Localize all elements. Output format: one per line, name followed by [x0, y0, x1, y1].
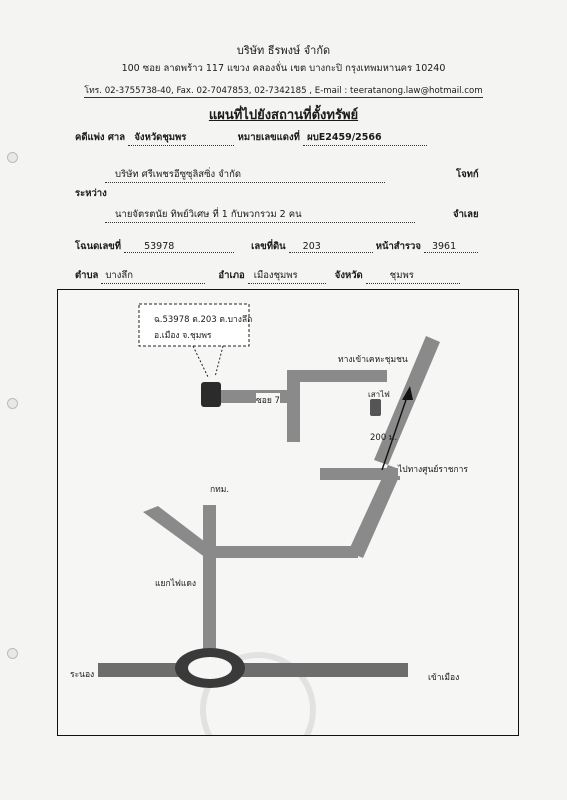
ranong-label: ระนอง: [70, 670, 95, 680]
property-callout-box: [138, 303, 250, 347]
housing-entrance-label: ทางเข้าเคหะชุมชน: [338, 355, 408, 365]
callout-line-2: อ.เมือง จ.ชุมพร: [154, 331, 212, 341]
plaintiff-row: บริษัท ศรีเพชรอีซูซุลิสซิ่ง จำกัด: [105, 167, 385, 183]
black-number-value: ผบE2459/2566: [303, 130, 428, 146]
tambon-value: บางลึก: [101, 268, 206, 284]
defendant-row: นายจัตรตนัย ทิพย์วิเศษ ที่ 1 กับพวกรวม 2…: [105, 207, 415, 223]
land-number-value: 203: [288, 241, 373, 253]
property-marker: [201, 382, 221, 407]
road-top-horizontal: [287, 370, 387, 382]
punch-hole: [7, 398, 18, 409]
punch-hole: [7, 152, 18, 163]
contact-text: โทร. 02-3755738-40, Fax. 02-7047853, 02-…: [84, 86, 483, 98]
watermark-seal: [200, 652, 316, 735]
callout-line-1: ฉ.53978 ต.203 ต.บางลึก: [154, 315, 253, 325]
land-number-label: เลขที่ดิน: [251, 241, 286, 252]
electric-pole-label: เสาไฟ: [368, 390, 390, 399]
road-bangkok-diagonal: [143, 506, 213, 558]
court-label: คดีแพ่ง ศาล: [75, 132, 126, 143]
road-to-government: [320, 468, 400, 480]
road-main-diagonal: [348, 465, 402, 558]
road-bottom-horizontal: [98, 663, 408, 677]
direction-arrow-line: [381, 393, 409, 471]
court-row: คดีแพ่ง ศาล จังหวัดชุมพร หมายเลขแดงที่ ผ…: [75, 130, 428, 146]
deed-value: 53978: [124, 241, 235, 253]
company-address: 100 ซอย ลาดพร้าว 117 แขวง คลองจั่น เขต บ…: [121, 63, 446, 74]
to-city-label: เข้าเมือง: [428, 673, 460, 683]
punch-hole: [7, 648, 18, 659]
tambon-label: ตำบล: [75, 270, 99, 281]
survey-page-value: 3961: [423, 241, 478, 253]
survey-page-label: หน้าสำรวจ: [375, 241, 421, 252]
location-row: ตำบล บางลึก อำเภอ เมืองชุมพร จังหวัด ชุม…: [75, 268, 460, 284]
province-label: จังหวัด: [334, 270, 363, 281]
road-soi-vertical: [287, 370, 300, 442]
plaintiff-name: บริษัท ศรีเพชรอีซูซุลิสซิ่ง จำกัด: [105, 167, 385, 183]
amphoe-value: เมืองชุมพร: [247, 268, 326, 284]
document-title: แผนที่ไปยังสถานที่ตั้งทรัพย์: [208, 108, 359, 123]
roundabout-center: [188, 657, 232, 679]
company-name: บริษัท ธีรพงษ์ จำกัด: [236, 44, 331, 57]
traffic-light-junction-label: แยกไฟแดง: [155, 579, 197, 589]
amphoe-label: อำเภอ: [218, 270, 245, 281]
road-housing-entrance: [374, 336, 440, 465]
electric-pole-marker: [370, 399, 381, 416]
callout-pointer-right: [214, 345, 224, 378]
distance-label: 200 ม.: [370, 433, 398, 443]
court-value: จังหวัดชุมพร: [128, 130, 235, 146]
location-map: ฉ.53978 ต.203 ต.บางลึก อ.เมือง จ.ชุมพร ซ…: [57, 289, 519, 736]
callout-pointer-left: [192, 345, 209, 378]
soi-7-label: ซอย 7: [256, 393, 280, 407]
defendant-role: จำเลย: [453, 209, 479, 220]
deed-row: โฉนดเลขที่ 53978 เลขที่ดิน 203 หน้าสำรวจ…: [75, 239, 478, 254]
road-main-vertical: [203, 505, 216, 680]
direction-arrow-head: [402, 386, 413, 400]
map-drawing: [98, 303, 440, 735]
to-government-center-label: ไปทางศูนย์ราชการ: [398, 462, 468, 476]
bangkok-label: กทม.: [210, 485, 230, 495]
province-value: ชุมพร: [365, 268, 460, 284]
defendant-name: นายจัตรตนัย ทิพย์วิเศษ ที่ 1 กับพวกรวม 2…: [105, 207, 415, 223]
black-number-label: หมายเลขแดงที่: [237, 132, 300, 143]
between-label: ระหว่าง: [75, 188, 107, 199]
deed-label: โฉนดเลขที่: [75, 241, 122, 252]
company-contact: โทร. 02-3755738-40, Fax. 02-7047853, 02-…: [0, 83, 567, 98]
plaintiff-role: โจทก์: [456, 169, 479, 180]
road-junction-horizontal: [208, 546, 358, 558]
